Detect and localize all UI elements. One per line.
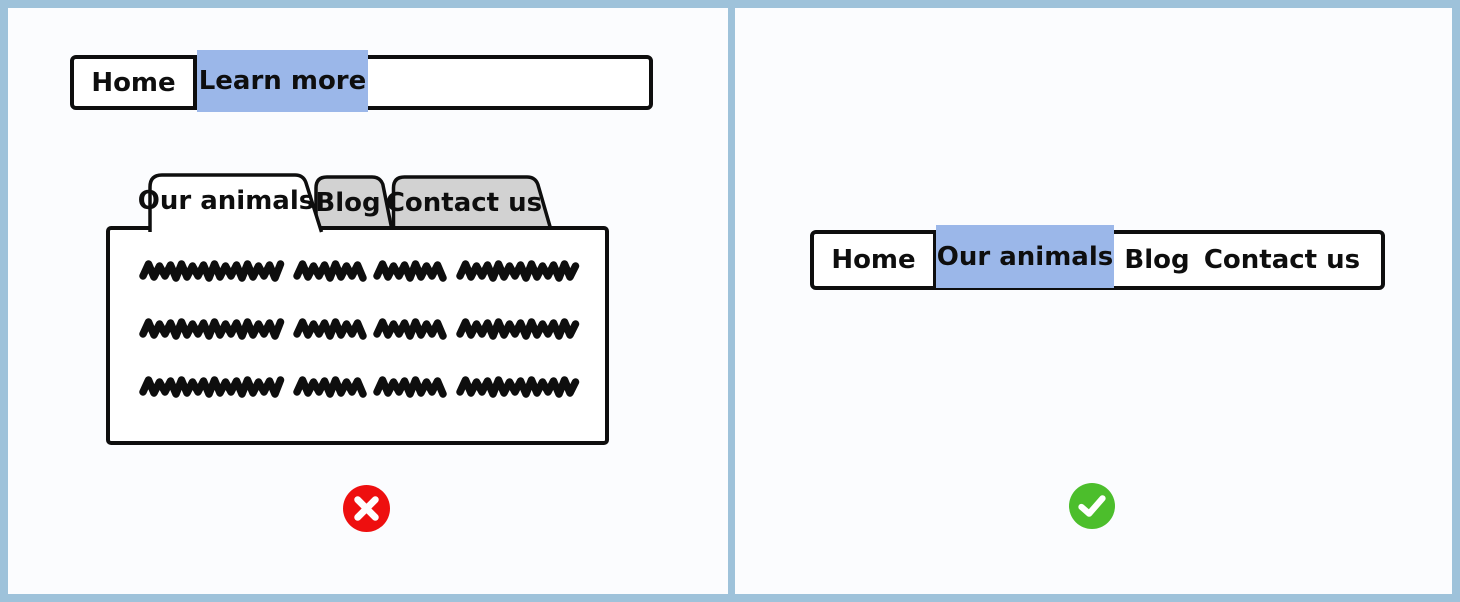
tab-our-animals[interactable] (148, 173, 324, 233)
nav-item-label: Learn more (198, 66, 367, 96)
tab-label-text: Contact us (385, 188, 543, 218)
nav-separator (193, 59, 197, 106)
nav-separator (933, 234, 937, 286)
nav-item-label: Home (91, 67, 176, 98)
placeholder-text-row (139, 376, 583, 400)
tab-label-text: Blog (315, 188, 381, 218)
nav-item-home[interactable]: Home (814, 234, 933, 286)
tab-contact-us[interactable] (391, 175, 554, 232)
check-circle-icon (1069, 483, 1115, 529)
tab-label-text: Our animals (137, 186, 315, 216)
nav-item-label: Our animals (936, 241, 1114, 272)
nav-item-contact-us[interactable]: Contact us (1204, 234, 1360, 286)
nav-item-label: Blog (1124, 245, 1190, 275)
nav-item-label: Contact us (1203, 245, 1361, 275)
tab-our-animals-label[interactable]: Our animals (138, 176, 314, 226)
right-example-pane: Home Blog Contact us Our animals (735, 8, 1452, 594)
nav-item-our-animals[interactable]: Our animals (936, 225, 1114, 288)
nav-item-label: Home (831, 245, 916, 275)
x-circle-icon (343, 485, 390, 532)
nav-item-learn-more[interactable]: Learn more (197, 50, 368, 112)
pane-divider (728, 8, 735, 594)
nav-item-blog[interactable]: Blog (1124, 234, 1190, 286)
tab-blog-label[interactable]: Blog (315, 179, 381, 227)
nav-item-home[interactable]: Home (74, 59, 193, 106)
placeholder-text-row (139, 318, 583, 342)
left-example-pane: Home Learn more Our animals Blog Contact… (8, 8, 728, 594)
tab-blog[interactable] (314, 175, 395, 232)
tab-contact-us-label[interactable]: Contact us (386, 179, 542, 227)
placeholder-text-row (139, 260, 583, 284)
